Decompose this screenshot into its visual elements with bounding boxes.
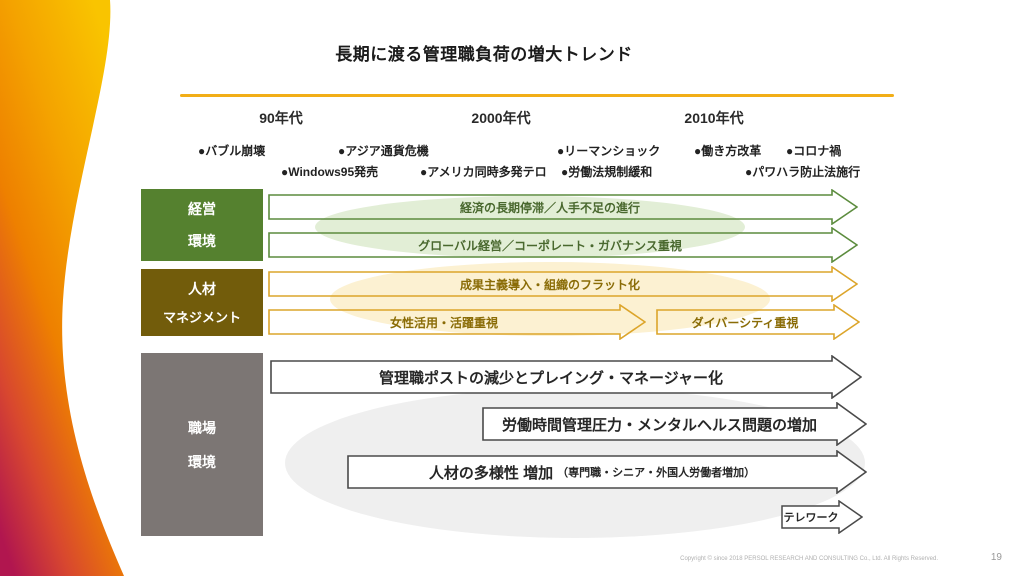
- decade-label-90s: 90年代: [259, 110, 303, 126]
- trend-arrow-label-main: 人材の多様性 増加: [428, 464, 554, 482]
- trend-arrow-label: 成果主義導入・組織のフラット化: [459, 277, 640, 292]
- highlight-ellipse-green: [315, 196, 745, 258]
- event-911: ●アメリカ同時多発テロ: [420, 165, 547, 179]
- event-labor-deregulation: ●労働法規制緩和: [561, 165, 653, 179]
- event-workstyle-reform: ●働き方改革: [694, 144, 762, 158]
- trend-arrow-merit-system: 成果主義導入・組織のフラット化: [268, 266, 858, 302]
- category-label-line: 環境: [188, 453, 216, 470]
- event-windows95: ●Windows95発売: [281, 165, 379, 179]
- trend-arrow-label: テレワーク: [783, 512, 839, 524]
- trend-arrow-label: ダイバーシティ重視: [691, 315, 799, 330]
- left-accent-graphic: [0, 0, 124, 576]
- trend-arrow-telework: テレワーク: [781, 500, 863, 534]
- trend-arrow-economy-stagnation: 経済の長期停滞／人手不足の進行: [268, 189, 858, 225]
- event-corona: ●コロナ禍: [786, 144, 842, 158]
- highlight-ellipse-yellow: [330, 262, 770, 336]
- trend-arrow-label: 女性活用・活躍重視: [389, 315, 498, 330]
- trend-arrow-label: 労働時間管理圧力・メンタルヘルス問題の増加: [501, 416, 817, 434]
- page-number: 19: [990, 552, 1002, 563]
- trend-arrow-label-sub: （専門職・シニア・外国人労働者増加）: [557, 467, 756, 479]
- category-box-management-environment: 経営 環境: [141, 189, 263, 261]
- trend-arrow-manager-posts: 管理職ポストの減少とプレイング・マネージャー化: [270, 355, 862, 399]
- trend-arrow-worktime-mentalhealth: 労働時間管理圧力・メンタルヘルス問題の増加: [482, 402, 867, 446]
- trend-arrow-talent-diversity: 人材の多様性 増加 （専門職・シニア・外国人労働者増加）: [347, 450, 867, 494]
- decade-label-2000s: 2000年代: [471, 110, 531, 126]
- category-label-line: 経営: [188, 201, 216, 217]
- trend-arrow-label: 管理職ポストの減少とプレイング・マネージャー化: [379, 369, 723, 387]
- trend-arrow-global-governance: グローバル経営／コーポレート・ガバナンス重視: [268, 227, 858, 263]
- page-title: 長期に渡る管理職負荷の増大トレンド: [335, 45, 633, 64]
- category-label-line: 職場: [188, 419, 216, 436]
- category-label-line: 環境: [188, 233, 216, 249]
- category-label-line: 人材: [188, 281, 216, 297]
- category-label-line: マネジメント: [162, 310, 241, 325]
- category-box-workplace-environment: 職場 環境: [141, 353, 263, 536]
- event-power-harassment-law: ●パワハラ防止法施行: [745, 165, 861, 179]
- trend-arrow-label: グローバル経営／コーポレート・ガバナンス重視: [418, 238, 682, 253]
- event-bubble-collapse: ●バブル崩壊: [198, 144, 266, 158]
- decade-label-2010s: 2010年代: [684, 110, 744, 126]
- footer-copyright: Copyright © since 2018 PERSOL RESEARCH A…: [680, 556, 938, 562]
- trend-arrow-label: 経済の長期停滞／人手不足の進行: [459, 200, 640, 215]
- trend-arrow-women-advancement: 女性活用・活躍重視: [268, 304, 646, 340]
- event-asian-currency-crisis: ●アジア通貨危機: [338, 144, 429, 158]
- trend-arrow-diversity: ダイバーシティ重視: [656, 304, 860, 340]
- category-box-hr-management: 人材 マネジメント: [141, 269, 263, 336]
- event-lehman-shock: ●リーマンショック: [557, 144, 661, 158]
- timeline-divider-line: [180, 94, 894, 97]
- trend-arrow-label: 人材の多様性 増加 （専門職・シニア・外国人労働者増加）: [347, 450, 837, 494]
